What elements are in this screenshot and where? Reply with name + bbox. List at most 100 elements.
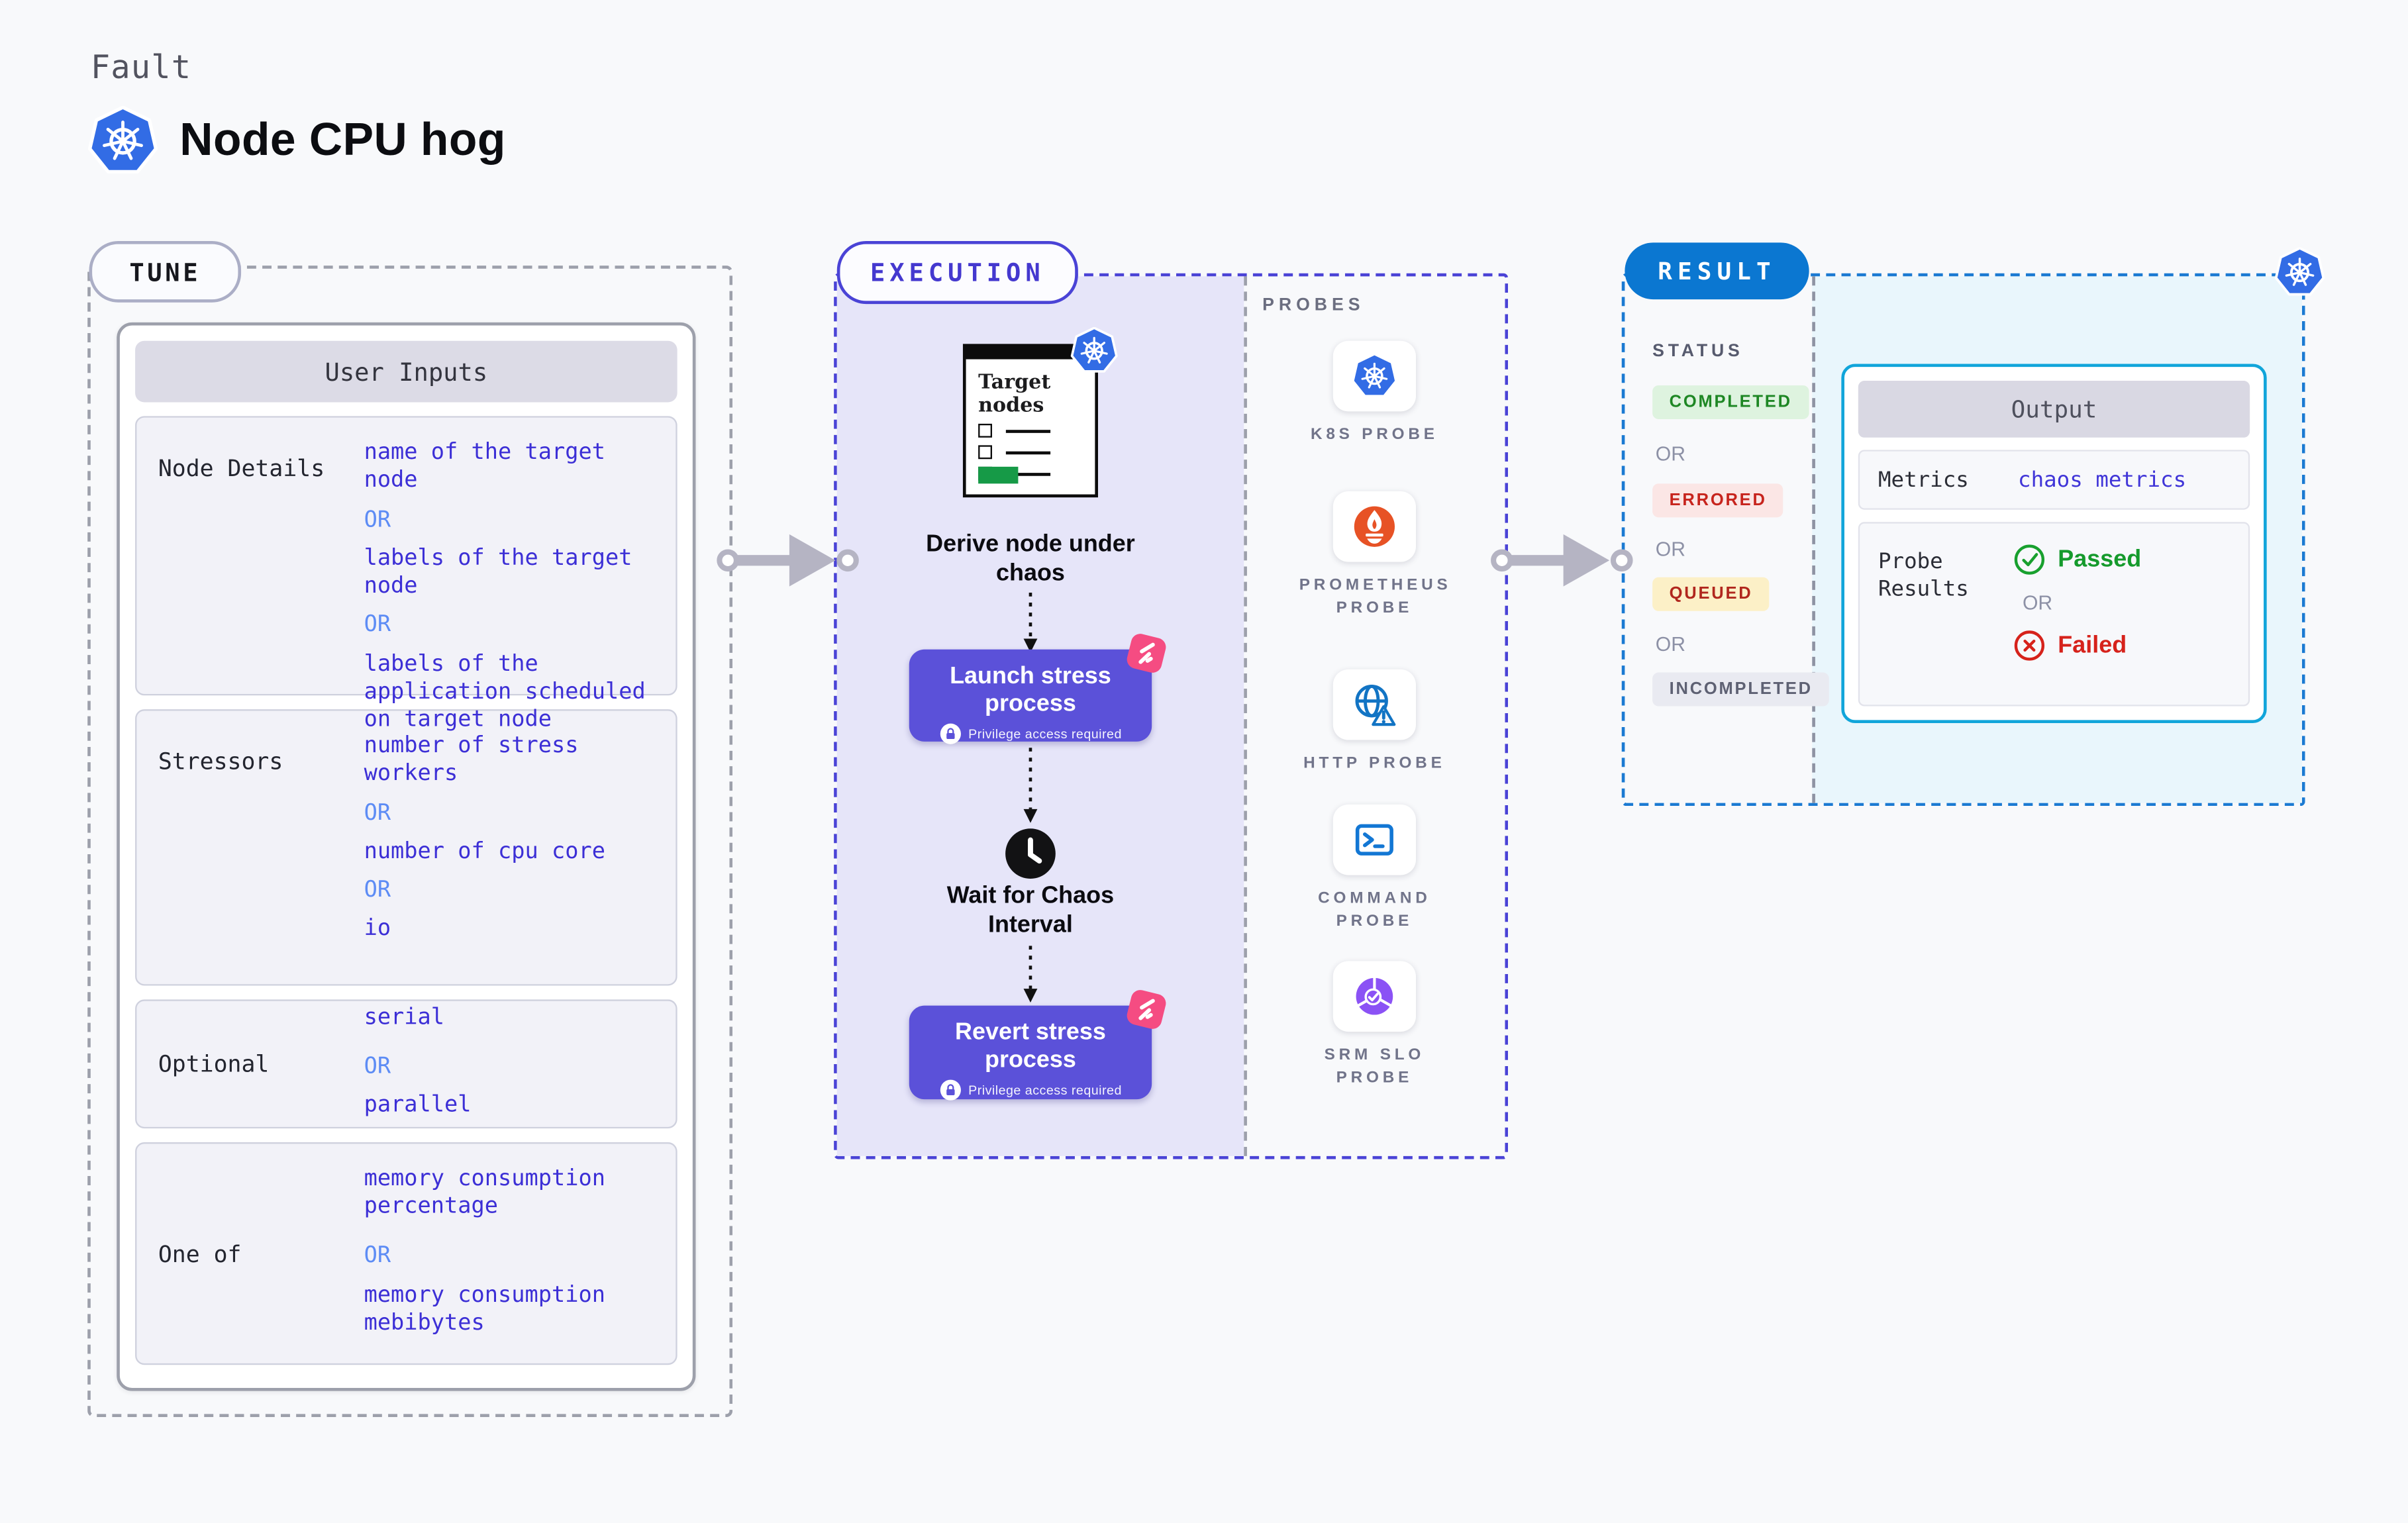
row-values: memory consumption percentage OR memory …: [364, 1144, 676, 1363]
output-card: Output Metrics chaos metrics Probe Resul…: [1841, 364, 2267, 724]
or-separator: OR: [364, 801, 391, 826]
input-option: number of stress workers: [364, 734, 579, 787]
result-badge: RESULT: [1625, 242, 1809, 300]
illustration-titlebar: [964, 345, 1078, 360]
probe-label: SRM SLO PROBE: [1324, 1045, 1425, 1088]
input-option: serial: [364, 1005, 445, 1030]
table-row: One of memory consumption percentage OR …: [135, 1142, 677, 1365]
probe-item: SRM SLO PROBE: [1247, 961, 1502, 1091]
derive-step-label: Derive node under chaos: [926, 531, 1135, 587]
checkbox-icon: [978, 445, 992, 460]
passed-result: Passed: [2013, 544, 2141, 576]
step-title: Launch stress process: [950, 663, 1111, 717]
input-option: parallel: [364, 1093, 472, 1118]
input-option: number of cpu core: [364, 839, 605, 864]
kubernetes-icon: [87, 106, 158, 177]
row-label: Optional: [158, 1050, 270, 1078]
dotted-arrow-down: [1023, 592, 1038, 653]
revert-stress-process-step[interactable]: Revert stress process Privilege access r…: [909, 988, 1168, 1100]
result-divider: [1812, 276, 1815, 803]
row-label: Stressors: [158, 748, 283, 775]
launch-stress-process-step[interactable]: Launch stress process Privilege access r…: [909, 632, 1168, 744]
prometheus-icon: [1352, 503, 1398, 550]
or-separator: OR: [364, 1244, 391, 1269]
chaos-metrics-link[interactable]: chaos metrics: [2018, 467, 2187, 493]
illustration-title: Target nodes: [978, 371, 1051, 418]
metrics-label: Metrics: [1878, 467, 1969, 493]
or-separator: OR: [2022, 591, 2053, 614]
row-values: serial OR parallel: [364, 1001, 676, 1127]
result-panel: STATUS COMPLETED OR ERRORED OR QUEUED OR…: [1621, 273, 2305, 807]
clock-icon: [1005, 828, 1057, 880]
failed-label: Failed: [2058, 632, 2127, 658]
step-title: Revert stress process: [955, 1019, 1106, 1073]
or-separator: OR: [364, 1054, 391, 1079]
kubernetes-icon: [1070, 327, 1118, 375]
execution-panel: PROBES Target nodes Derive node under ch…: [834, 273, 1509, 1159]
probe-item: COMMAND PROBE: [1247, 804, 1502, 934]
probe-card[interactable]: [1332, 491, 1417, 562]
probe-label: COMMAND PROBE: [1318, 889, 1431, 931]
probe-results-label: Probe Results: [1878, 550, 1969, 603]
or-separator: OR: [1655, 537, 1685, 561]
probe-label: HTTP PROBE: [1303, 754, 1446, 773]
green-action-bar: [978, 466, 1019, 484]
dotted-arrow-down: [1023, 946, 1038, 1003]
input-option: name of the target node: [364, 440, 605, 493]
table-row: Stressors number of stress workers OR nu…: [135, 709, 677, 986]
privilege-note: Privilege access required: [968, 1081, 1122, 1097]
metrics-row: Metrics chaos metrics: [1858, 450, 2250, 510]
wait-step-label: Wait for Chaos Interval: [946, 883, 1115, 938]
probe-card[interactable]: [1332, 669, 1417, 740]
probe-label: K8S PROBE: [1310, 425, 1438, 444]
node-line: [1005, 429, 1051, 432]
lock-icon: [939, 1079, 960, 1100]
output-header: Output: [1858, 381, 2250, 438]
k8s-icon: [1352, 353, 1398, 399]
probe-results-row: Probe Results Passed OR Failed: [1858, 522, 2250, 707]
kubernetes-icon: [2274, 247, 2325, 298]
srm-slo-icon: [1352, 973, 1398, 1020]
probe-card[interactable]: [1332, 961, 1417, 1032]
user-inputs-header: User Inputs: [135, 340, 677, 403]
row-values: name of the target node OR labels of the…: [364, 418, 676, 732]
execution-to-result-arrow: [1489, 530, 1634, 591]
node-line: [1005, 450, 1051, 454]
probe-card[interactable]: [1332, 804, 1417, 875]
probe-label: PROMETHEUS PROBE: [1299, 575, 1452, 618]
failed-result: Failed: [2013, 630, 2141, 662]
row-label: One of: [158, 1240, 242, 1267]
target-nodes-illustration: Target nodes: [962, 344, 1098, 498]
status-badge-errored: ERRORED: [1652, 483, 1784, 518]
input-option: io: [364, 916, 391, 942]
passed-label: Passed: [2058, 546, 2142, 572]
lock-icon: [939, 722, 960, 744]
probes-label: PROBES: [1262, 296, 1365, 315]
page-title: Node CPU hog: [179, 115, 506, 166]
row-label: Node Details: [158, 454, 325, 483]
check-circle-icon: [2013, 544, 2046, 576]
http-globe-icon: [1352, 681, 1398, 728]
node-checkbox-row: [978, 445, 1051, 460]
x-circle-icon: [2013, 630, 2046, 662]
or-separator: OR: [364, 878, 391, 903]
or-separator: OR: [364, 507, 391, 532]
table-row: Node Details name of the target node OR …: [135, 416, 677, 732]
input-option: labels of the application scheduled on t…: [364, 652, 646, 733]
status-badge-completed: COMPLETED: [1652, 385, 1809, 419]
status-badge-queued: QUEUED: [1652, 577, 1770, 611]
input-option: labels of the target node: [364, 546, 632, 599]
input-option: memory consumption percentage: [364, 1166, 605, 1220]
probe-card[interactable]: [1332, 340, 1417, 412]
dotted-arrow-down: [1023, 748, 1038, 823]
probe-item: PROMETHEUS PROBE: [1247, 491, 1502, 621]
or-separator: OR: [1655, 442, 1685, 466]
privilege-note: Privilege access required: [968, 725, 1122, 741]
row-values: number of stress workers OR number of cp…: [364, 711, 676, 984]
execution-badge: EXECUTION: [836, 241, 1078, 305]
probes-divider: [1244, 276, 1247, 1156]
terminal-icon: [1352, 816, 1398, 863]
input-option: memory consumption mebibytes: [364, 1283, 605, 1336]
table-row: Optional serial OR parallel: [135, 999, 677, 1129]
